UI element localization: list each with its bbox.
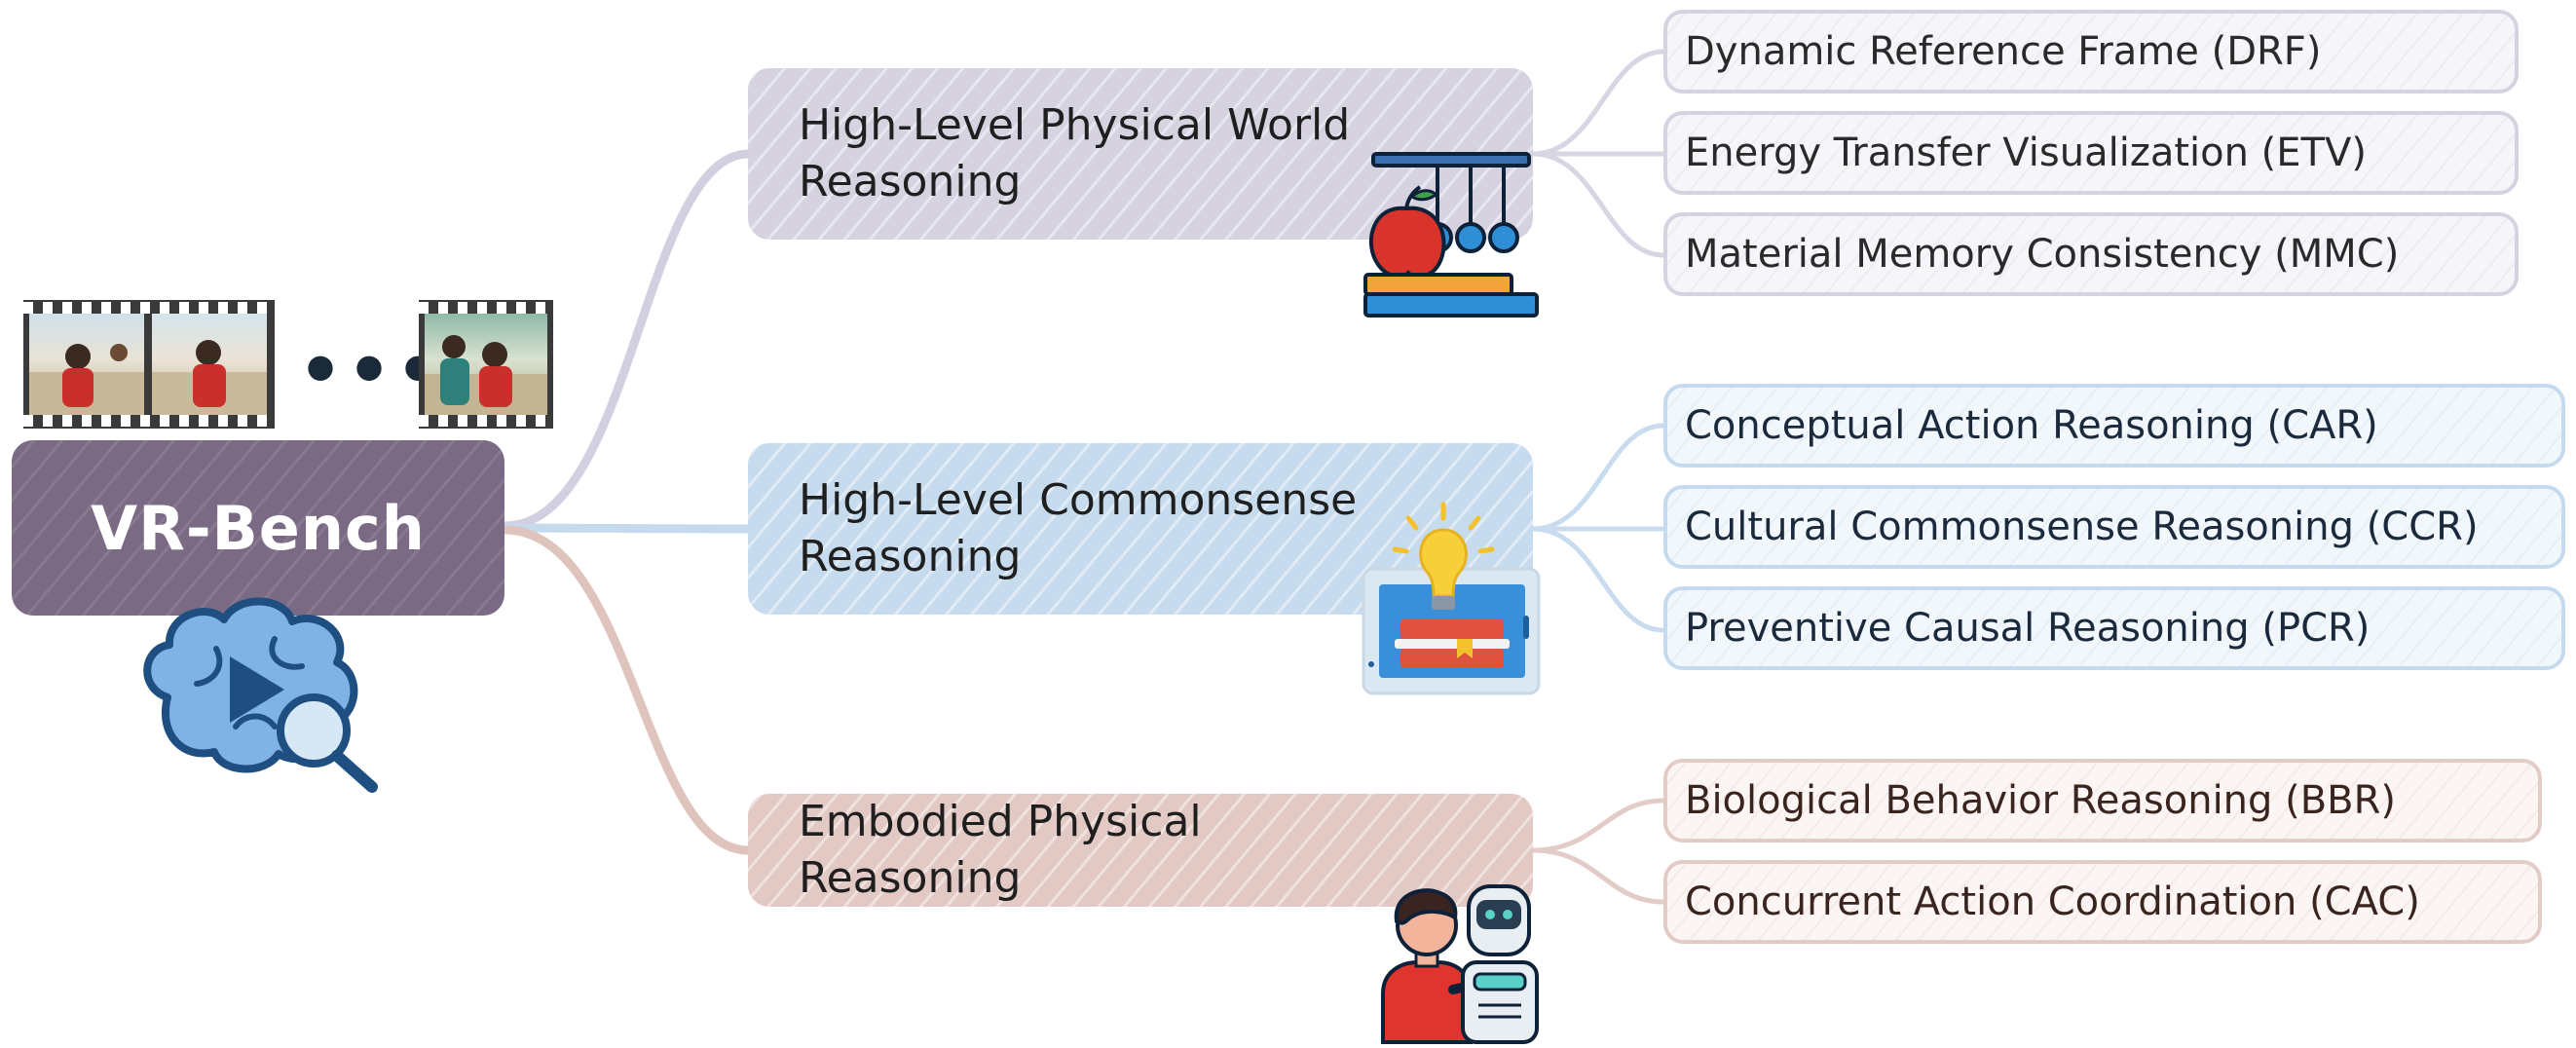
connector-embodied-bbr bbox=[1532, 798, 1664, 853]
brain-video-search-icon bbox=[143, 597, 378, 793]
branch-commonsense: High-Level Commonsense Reasoning bbox=[748, 443, 1533, 615]
video-frame-last bbox=[425, 314, 547, 415]
leaf-mmc: Material Memory Consistency (MMC) bbox=[1663, 212, 2519, 296]
video-frames-ellipsis: ••• bbox=[298, 329, 445, 411]
connector-common-pcr bbox=[1532, 526, 1664, 633]
leaf-ccr: Cultural Commonsense Reasoning (CCR) bbox=[1663, 485, 2565, 569]
connector-root-commonsense bbox=[500, 523, 753, 534]
leaf-etv: Energy Transfer Visualization (ETV) bbox=[1663, 111, 2519, 195]
human-robot-icon bbox=[1381, 884, 1539, 1044]
branch-embodied-physical: Embodied Physical Reasoning bbox=[748, 794, 1533, 907]
connector-root-embodied bbox=[500, 525, 753, 855]
video-frames-strip bbox=[23, 300, 275, 429]
lightbulb-tablet-books-icon bbox=[1362, 502, 1541, 695]
leaf-label: Material Memory Consistency (MMC) bbox=[1685, 232, 2400, 277]
branch-label: Embodied Physical Reasoning bbox=[799, 797, 1202, 903]
branch-label: High-Level Physical World Reasoning bbox=[799, 100, 1351, 206]
connector-embodied-cac bbox=[1532, 847, 1664, 905]
video-frame-1 bbox=[29, 314, 144, 415]
leaf-label: Concurrent Action Coordination (CAC) bbox=[1685, 880, 2420, 924]
newtons-cradle-apple-books-icon bbox=[1363, 152, 1539, 318]
leaf-label: Energy Transfer Visualization (ETV) bbox=[1685, 131, 2367, 175]
leaf-label: Conceptual Action Reasoning (CAR) bbox=[1685, 403, 2378, 448]
leaf-cac: Concurrent Action Coordination (CAC) bbox=[1663, 860, 2542, 944]
root-title: VR-Bench bbox=[91, 492, 426, 564]
branch-label: High-Level Commonsense Reasoning bbox=[799, 475, 1358, 581]
leaf-pcr: Preventive Causal Reasoning (PCR) bbox=[1663, 586, 2565, 670]
video-frame-2 bbox=[152, 314, 267, 415]
leaf-car: Conceptual Action Reasoning (CAR) bbox=[1663, 384, 2565, 468]
connector-common-car bbox=[1532, 423, 1664, 532]
root-node: VR-Bench bbox=[12, 440, 504, 616]
video-frame-last-strip bbox=[419, 300, 553, 429]
leaf-label: Dynamic Reference Frame (DRF) bbox=[1685, 29, 2322, 74]
connector-root-physical bbox=[500, 149, 753, 531]
leaf-drf: Dynamic Reference Frame (DRF) bbox=[1663, 10, 2519, 94]
leaf-label: Cultural Commonsense Reasoning (CCR) bbox=[1685, 505, 2479, 549]
connector-physical-drf bbox=[1532, 49, 1664, 157]
connector-physical-mmc bbox=[1532, 151, 1664, 258]
leaf-bbr: Biological Behavior Reasoning (BBR) bbox=[1663, 759, 2542, 842]
leaf-label: Biological Behavior Reasoning (BBR) bbox=[1685, 778, 2397, 823]
leaf-label: Preventive Causal Reasoning (PCR) bbox=[1685, 606, 2371, 651]
